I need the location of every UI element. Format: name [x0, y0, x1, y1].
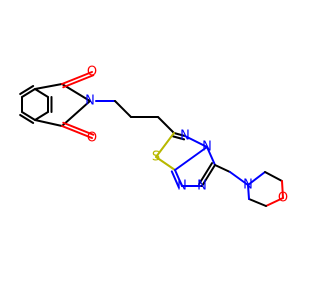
morpholine-bond: [247, 171, 266, 186]
benzene-double-bond: [19, 113, 35, 124]
carbonyl-double-bond: [62, 121, 95, 136]
morpholine-oxygen-label: O: [278, 191, 288, 206]
carbonyl-double-bond: [62, 74, 95, 89]
morpholine-bond: [264, 171, 283, 182]
ring-bond: [174, 146, 208, 171]
morpholine-bond: [248, 198, 267, 207]
ring-nitrogen-right-label: N: [197, 179, 207, 194]
bond-lines: [19, 71, 284, 207]
ring-bond: [206, 146, 216, 166]
phthalimide-oxygen-top-label: O: [87, 65, 97, 80]
imide-bond: [61, 100, 91, 127]
carbonyl-bond: [61, 71, 93, 85]
ring-bond: [173, 132, 186, 137]
ring-nitrogen-bridge-label: N: [202, 140, 212, 155]
bond-line: [34, 111, 49, 121]
ring-nitrogen-top-label: N: [180, 129, 190, 144]
ring-sulfur-label: S: [152, 150, 160, 165]
bond-line: [21, 111, 36, 121]
benzene-double-bond: [19, 85, 35, 96]
ring-nitrogen-left-label: N: [177, 179, 187, 194]
ring-double-bond: [170, 170, 180, 189]
ring-double-bond: [198, 162, 214, 186]
bond-line: [34, 88, 49, 98]
carbonyl-bond: [61, 125, 93, 139]
molecule-structure: O O N S N N N N N O: [19, 64, 289, 207]
methylene-bond: [214, 164, 231, 173]
ring-bond: [155, 132, 175, 158]
alkyl-bond: [157, 116, 175, 134]
phthalimide-nitrogen-label: N: [85, 94, 95, 109]
morpholine-bond: [281, 180, 284, 199]
morpholine-bond: [265, 197, 284, 207]
bond-line: [21, 88, 36, 98]
alkyl-bond: [114, 100, 132, 118]
atom-labels: O O N S N N N N N O: [85, 65, 288, 206]
ring-bond: [155, 156, 176, 171]
imide-bond: [34, 83, 63, 90]
imide-bond: [34, 119, 63, 127]
ring-double-bond: [172, 135, 186, 141]
ring-bond: [174, 169, 183, 187]
ring-bond: [184, 135, 208, 148]
phthalimide-oxygen-bottom-label: O: [87, 131, 97, 146]
morpholine-nitrogen-label: N: [243, 178, 253, 193]
ring-bond: [201, 164, 216, 187]
methylene-bond: [229, 171, 249, 186]
morpholine-bond: [247, 184, 250, 200]
